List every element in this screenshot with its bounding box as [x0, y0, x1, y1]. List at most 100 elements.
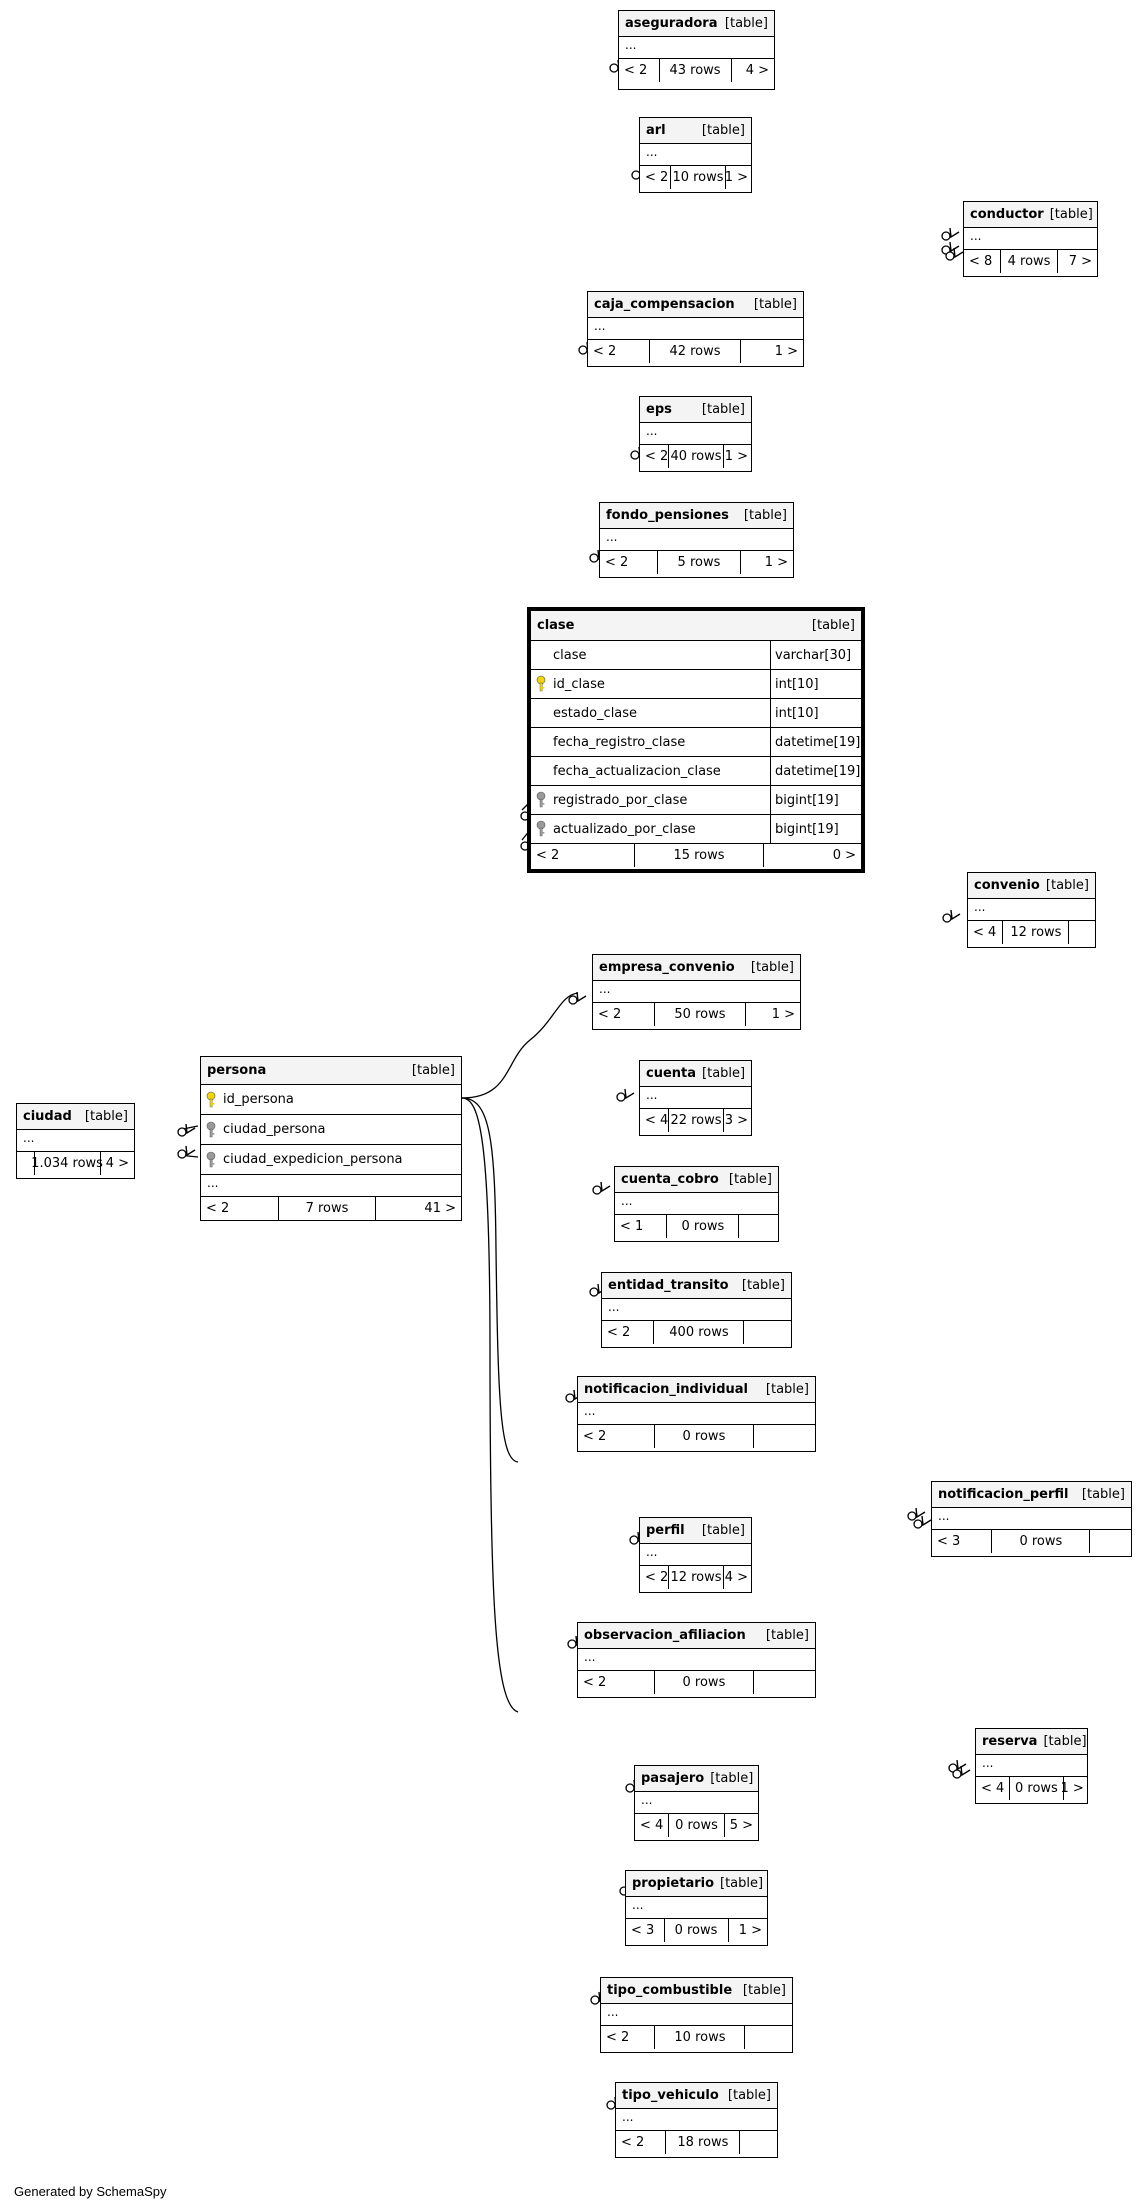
table-name[interactable]: ciudad — [23, 1109, 72, 1124]
footer-parents[interactable]: < 2 — [583, 1675, 607, 1690]
footer-parents[interactable]: < 2 — [593, 344, 617, 359]
footer-children[interactable]: 1 > — [764, 555, 788, 570]
footer-parents[interactable]: < 2 — [645, 449, 669, 464]
table-name[interactable]: perfil — [646, 1523, 685, 1538]
table-name[interactable]: observacion_afiliacion — [584, 1628, 746, 1643]
footer-children[interactable]: 7 > — [1068, 254, 1092, 269]
footer-parents[interactable]: < 4 — [981, 1781, 1005, 1796]
table-name[interactable]: aseguradora — [625, 16, 718, 31]
footer-children[interactable]: 4 > — [105, 1156, 129, 1171]
footer-children[interactable] — [1090, 1530, 1131, 1553]
footer-parents[interactable]: < 1 — [620, 1219, 644, 1234]
footer-parents[interactable]: < 2 — [624, 63, 648, 78]
footer-children[interactable]: 1 > — [1060, 1781, 1084, 1796]
footer-children[interactable]: 1 > — [738, 1923, 763, 1938]
table-name[interactable]: cuenta — [646, 1066, 697, 1081]
footer-parents[interactable]: < 2 — [645, 170, 669, 185]
table-name[interactable]: pasajero — [641, 1771, 705, 1786]
footer-children[interactable] — [739, 1215, 778, 1238]
footer-children[interactable] — [744, 1321, 791, 1344]
footer-children[interactable]: 1 > — [774, 344, 798, 359]
column-row[interactable]: id_persona — [201, 1085, 461, 1115]
footer-parents[interactable]: < 2 — [606, 2030, 630, 2045]
footer-children[interactable]: 5 > — [729, 1818, 753, 1833]
footer-parents[interactable]: < 4 — [645, 1113, 669, 1128]
table-name[interactable]: clase — [537, 618, 575, 633]
footer-parents[interactable]: < 2 — [598, 1007, 622, 1022]
footer-children[interactable]: 41 > — [424, 1201, 456, 1216]
footer-children[interactable]: 0 > — [832, 848, 856, 863]
table-name[interactable]: arl — [646, 123, 666, 138]
footer-parents[interactable]: < 3 — [937, 1534, 961, 1549]
footer-parents[interactable]: < 2 — [605, 555, 629, 570]
table-name[interactable]: fondo_pensiones — [606, 508, 729, 523]
footer-parents[interactable]: < 2 — [206, 1201, 230, 1216]
footer-children[interactable]: 1 > — [724, 170, 748, 185]
table-name[interactable]: notificacion_perfil — [938, 1487, 1069, 1502]
table-name[interactable]: eps — [646, 402, 672, 417]
footer-children[interactable] — [740, 2131, 777, 2154]
footer-parents[interactable]: < 2 — [583, 1429, 607, 1444]
footer-children[interactable]: 4 > — [724, 1570, 748, 1585]
footer-children[interactable]: 1 > — [724, 449, 748, 464]
footer-children[interactable] — [1069, 921, 1095, 944]
column-row[interactable]: ciudad_persona — [201, 1115, 461, 1145]
table-name[interactable]: empresa_convenio — [599, 960, 735, 975]
footer-children[interactable] — [745, 2026, 792, 2049]
footer-parents[interactable]: < 2 — [536, 848, 560, 863]
column-row[interactable]: ciudad_expedicion_persona — [201, 1145, 461, 1175]
footer-parents[interactable]: < 3 — [631, 1923, 655, 1938]
table-name[interactable]: convenio — [974, 878, 1040, 893]
table-name[interactable]: propietario — [632, 1876, 715, 1891]
table-name[interactable]: persona — [207, 1063, 267, 1078]
footer-parents[interactable]: < 4 — [973, 925, 997, 940]
table-name[interactable]: cuenta_cobro — [621, 1172, 719, 1187]
footer-children[interactable] — [754, 1671, 816, 1694]
table-name[interactable]: notificacion_individual — [584, 1382, 749, 1397]
footer-children[interactable]: 4 > — [745, 63, 769, 78]
table-name[interactable]: tipo_vehiculo — [622, 2088, 719, 2103]
table-name[interactable]: caja_compensacion — [594, 297, 735, 312]
footer-children[interactable]: 3 > — [724, 1113, 748, 1128]
footer-parents[interactable]: < 2 — [645, 1570, 669, 1585]
footer-children[interactable] — [754, 1425, 816, 1448]
table-name[interactable]: conductor — [970, 207, 1044, 222]
table-name[interactable]: tipo_combustible — [607, 1983, 733, 1998]
footer-parents[interactable]: < 4 — [640, 1818, 664, 1833]
footer-parents[interactable]: < 2 — [607, 1325, 631, 1340]
table-name[interactable]: entidad_transito — [608, 1278, 729, 1293]
footer-parents[interactable]: < 2 — [621, 2135, 645, 2150]
table-name[interactable]: reserva — [982, 1734, 1038, 1749]
footer-children[interactable]: 1 > — [771, 1007, 795, 1022]
